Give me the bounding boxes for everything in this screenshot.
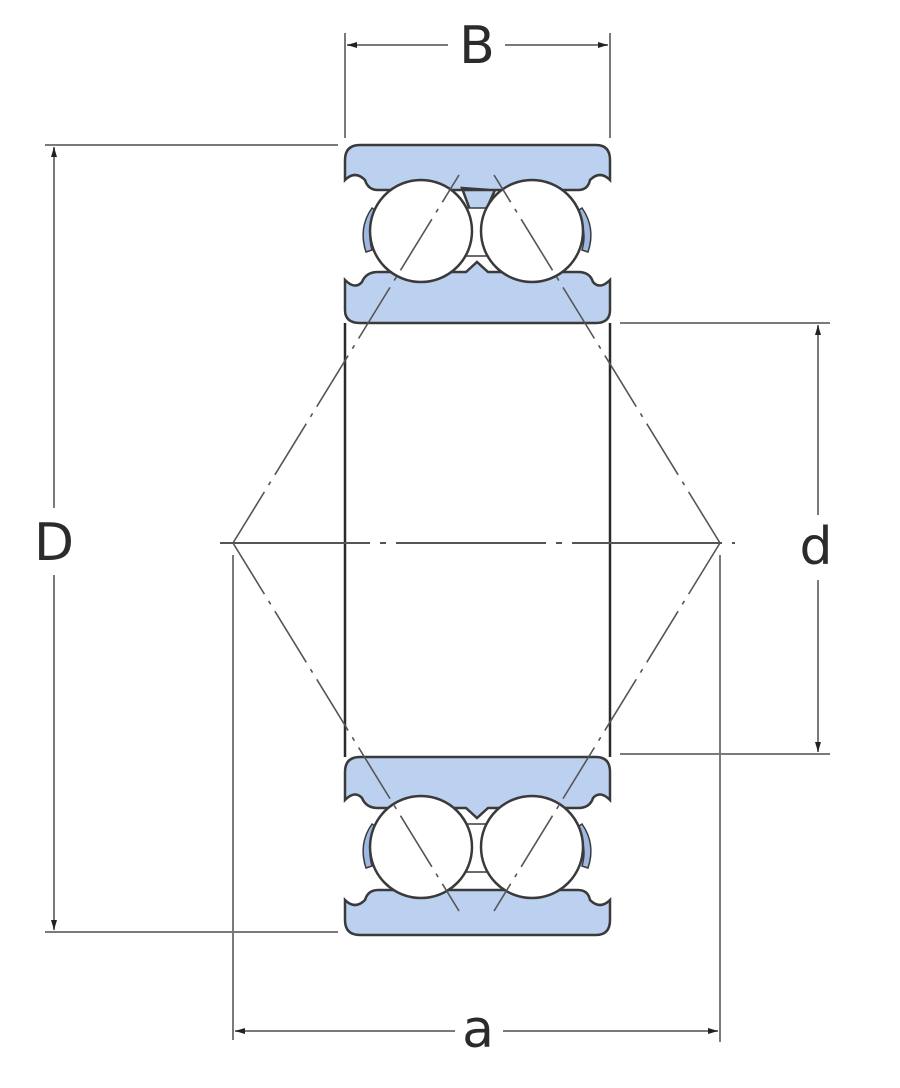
label-d: d — [793, 521, 839, 573]
dimension-D — [45, 144, 338, 933]
dimension-B — [344, 33, 611, 138]
label-B: B — [453, 20, 501, 72]
bottom-outer-ring — [343, 888, 612, 937]
label-D: D — [27, 517, 81, 569]
contact-lines — [232, 174, 721, 912]
label-a: a — [456, 1004, 500, 1056]
top-ring-section — [343, 143, 612, 325]
bottom-left-ball — [368, 794, 474, 900]
bottom-right-ball — [479, 794, 585, 900]
dimension-a — [232, 555, 721, 1042]
top-left-ball — [368, 178, 474, 284]
bottom-ring-section — [343, 755, 612, 937]
top-inner-ring — [343, 260, 612, 325]
top-right-ball — [479, 178, 585, 284]
top-outer-ring — [343, 143, 612, 212]
dimension-d — [620, 322, 830, 755]
